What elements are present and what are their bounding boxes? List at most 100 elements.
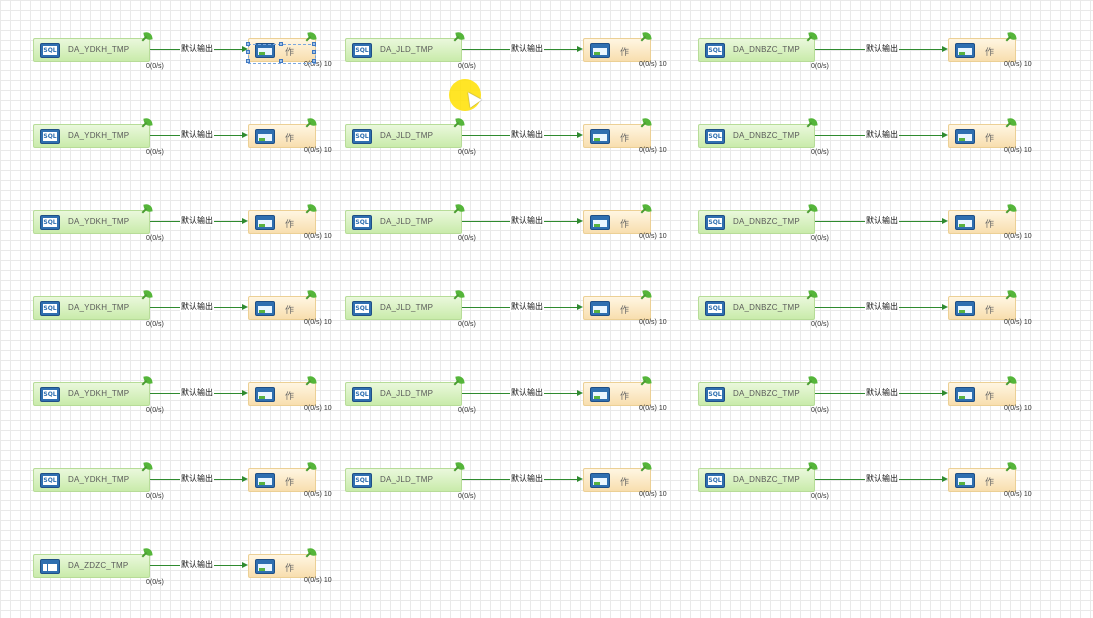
target-step-name: 作 xyxy=(620,47,630,57)
source-step-stat: 0(0/s) xyxy=(811,63,829,70)
target-step-r7c1[interactable]: 作 xyxy=(248,554,316,578)
target-step-name: 作 xyxy=(285,391,295,401)
target-step-stat: 0(0/s) 10 xyxy=(1004,319,1032,326)
source-step-r7c1[interactable]: DA_ZDZC_TMP xyxy=(33,554,150,578)
target-step-r2c2[interactable]: 作 xyxy=(583,124,651,148)
step-status-leaf-icon xyxy=(143,461,153,471)
hop-label: 默认输出 xyxy=(180,560,214,570)
hop-label: 默认输出 xyxy=(510,44,544,54)
target-step-stat: 0(0/s) 10 xyxy=(639,147,667,154)
selection-handle[interactable] xyxy=(246,42,250,46)
target-step-r6c1[interactable]: 作 xyxy=(248,468,316,492)
source-step-name: DA_JLD_TMP xyxy=(380,131,434,140)
sql-icon: SQL xyxy=(705,387,725,402)
source-step-name: DA_DNBZC_TMP xyxy=(733,131,800,140)
target-step-r5c1[interactable]: 作 xyxy=(248,382,316,406)
sql-icon: SQL xyxy=(705,301,725,316)
hop-arrow-icon xyxy=(242,218,248,224)
hop-arrow-icon xyxy=(577,476,583,482)
selection-handle[interactable] xyxy=(312,42,316,46)
sql-icon: SQL xyxy=(705,473,725,488)
sql-icon: SQL xyxy=(352,301,372,316)
source-step-r5c2[interactable]: SQL DA_JLD_TMP xyxy=(345,382,462,406)
source-step-stat: 0(0/s) xyxy=(146,579,164,586)
sql-icon: SQL xyxy=(352,129,372,144)
target-step-r4c2[interactable]: 作 xyxy=(583,296,651,320)
hop-label: 默认输出 xyxy=(180,216,214,226)
target-step-r6c3[interactable]: 作 xyxy=(948,468,1016,492)
hop-arrow-icon xyxy=(942,304,948,310)
target-step-r4c3[interactable]: 作 xyxy=(948,296,1016,320)
source-step-stat: 0(0/s) xyxy=(146,235,164,242)
target-step-stat: 0(0/s) 10 xyxy=(639,61,667,68)
source-step-stat: 0(0/s) xyxy=(458,235,476,242)
step-status-leaf-icon xyxy=(307,203,317,213)
target-step-r1c2[interactable]: 作 xyxy=(583,38,651,62)
hop-arrow-icon xyxy=(942,132,948,138)
sql-icon: SQL xyxy=(40,301,60,316)
step-status-leaf-icon xyxy=(1007,117,1017,127)
step-status-leaf-icon xyxy=(143,31,153,41)
target-step-r4c1[interactable]: 作 xyxy=(248,296,316,320)
target-step-name: 作 xyxy=(985,133,995,143)
source-step-name: DA_JLD_TMP xyxy=(380,217,434,226)
target-step-r2c1[interactable]: 作 xyxy=(248,124,316,148)
selection-handle[interactable] xyxy=(279,42,283,46)
target-step-r5c2[interactable]: 作 xyxy=(583,382,651,406)
hop-label: 默认输出 xyxy=(510,216,544,226)
source-step-r2c2[interactable]: SQL DA_JLD_TMP xyxy=(345,124,462,148)
target-step-r3c2[interactable]: 作 xyxy=(583,210,651,234)
selection-handle[interactable] xyxy=(312,59,316,63)
source-step-name: DA_JLD_TMP xyxy=(380,389,434,398)
target-step-r3c3[interactable]: 作 xyxy=(948,210,1016,234)
source-step-name: DA_JLD_TMP xyxy=(380,475,434,484)
selection-handle[interactable] xyxy=(312,50,316,54)
target-step-r1c3[interactable]: 作 xyxy=(948,38,1016,62)
selection-handle[interactable] xyxy=(246,50,250,54)
step-status-leaf-icon xyxy=(642,375,652,385)
target-step-r5c3[interactable]: 作 xyxy=(948,382,1016,406)
table-output-icon xyxy=(955,215,975,230)
table-output-icon xyxy=(955,129,975,144)
sql-icon: SQL xyxy=(352,387,372,402)
target-step-r2c3[interactable]: 作 xyxy=(948,124,1016,148)
sql-icon: SQL xyxy=(40,473,60,488)
sql-icon: SQL xyxy=(40,43,60,58)
hop-label: 默认输出 xyxy=(180,130,214,140)
step-status-leaf-icon xyxy=(1007,203,1017,213)
hop-arrow-icon xyxy=(242,562,248,568)
target-step-name: 作 xyxy=(285,305,295,315)
target-step-r3c1[interactable]: 作 xyxy=(248,210,316,234)
target-step-r6c2[interactable]: 作 xyxy=(583,468,651,492)
source-step-stat: 0(0/s) xyxy=(811,407,829,414)
selection-handle[interactable] xyxy=(279,59,283,63)
source-step-name: DA_JLD_TMP xyxy=(380,45,434,54)
target-step-name: 作 xyxy=(285,477,295,487)
selection-handle[interactable] xyxy=(246,59,250,63)
target-step-name: 作 xyxy=(620,391,630,401)
table-input-icon xyxy=(40,559,60,574)
target-step-stat: 0(0/s) 10 xyxy=(304,577,332,584)
